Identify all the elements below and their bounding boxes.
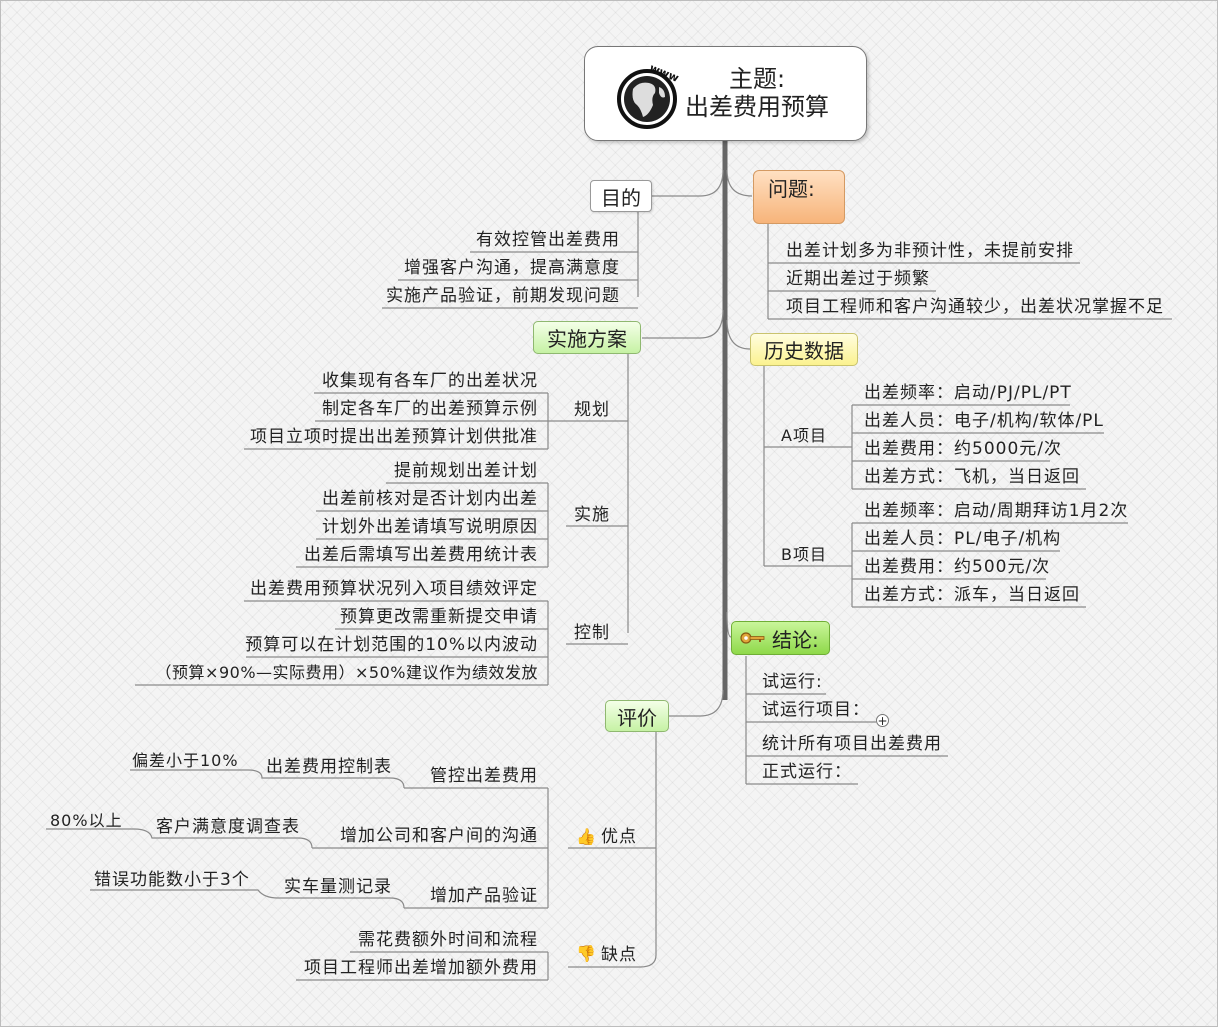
central-topic[interactable]: www 主题: 出差费用预算 [584, 46, 867, 141]
history-item[interactable]: 出差方式：飞机，当日返回 [864, 467, 1080, 487]
pros-sub-item[interactable]: 客户满意度调查表 [156, 817, 300, 837]
history-item[interactable]: 出差方式：派车，当日返回 [864, 585, 1080, 605]
evaluation-cons[interactable]: 缺点 [601, 945, 637, 965]
plan-item[interactable]: 提前规划出差计划 [394, 461, 538, 481]
evaluation-pros[interactable]: 优点 [601, 827, 637, 847]
central-title-line1: 主题: [728, 65, 786, 93]
problem-item[interactable]: 近期出差过于频繁 [786, 269, 930, 289]
purpose-item[interactable]: 增强客户沟通，提高满意度 [404, 258, 620, 278]
pros-sub-item[interactable]: 实车量测记录 [284, 877, 392, 897]
topic-problem-label: 问题: [768, 177, 815, 201]
thumbs-down-icon: 👎 [576, 944, 596, 963]
thumbs-up-icon: 👍 [576, 827, 596, 846]
purpose-item[interactable]: 有效控管出差费用 [476, 230, 620, 250]
central-title-line2: 出差费用预算 [685, 93, 829, 121]
plan-item[interactable]: 制定各车厂的出差预算示例 [322, 399, 538, 419]
plan-item[interactable]: （预算×90%—实际费用）×50%建议作为绩效发放 [155, 663, 538, 682]
pros-note[interactable]: 80%以上 [50, 811, 123, 830]
purpose-item[interactable]: 实施产品验证，前期发现问题 [386, 286, 620, 306]
pros-item[interactable]: 增加产品验证 [430, 886, 538, 906]
conclusion-item[interactable]: 统计所有项目出差费用 [762, 734, 942, 754]
plan-item[interactable]: 预算可以在计划范围的10%以内波动 [245, 635, 538, 655]
history-group-a[interactable]: A项目 [781, 426, 827, 445]
history-item[interactable]: 出差费用：约500元/次 [864, 557, 1051, 577]
topic-history-data[interactable]: 历史数据 [750, 333, 858, 366]
expand-button[interactable]: + [876, 714, 889, 727]
pros-note[interactable]: 错误功能数小于3个 [94, 870, 250, 890]
topic-purpose[interactable]: 目的 [590, 180, 652, 212]
history-item[interactable]: 出差人员：PL/电子/机构 [864, 529, 1062, 549]
cons-item[interactable]: 项目工程师出差增加额外费用 [304, 958, 538, 978]
history-item[interactable]: 出差人员：电子/机构/软体/PL [864, 411, 1104, 431]
plan-item[interactable]: 出差后需填写出差费用统计表 [304, 545, 538, 565]
expand-symbol: + [877, 713, 888, 728]
plan-item[interactable]: 出差费用预算状况列入项目绩效评定 [250, 579, 538, 599]
conclusion-item[interactable]: 正式运行： [762, 762, 852, 782]
topic-purpose-label: 目的 [601, 185, 641, 210]
plan-item[interactable]: 项目立项时提出出差预算计划供批准 [250, 427, 538, 447]
plan-item[interactable]: 计划外出差请填写说明原因 [322, 517, 538, 537]
plan-group-execution[interactable]: 实施 [574, 505, 610, 525]
topic-plan-label: 实施方案 [547, 327, 627, 351]
topic-problem[interactable]: 问题: [753, 170, 845, 224]
problem-item[interactable]: 出差计划多为非预计性，未提前安排 [786, 241, 1074, 261]
topic-implementation-plan[interactable]: 实施方案 [533, 321, 641, 354]
conclusion-item[interactable]: 试运行: [762, 672, 823, 692]
history-item[interactable]: 出差频率：启动/PJ/PL/PT [864, 383, 1072, 403]
pros-note[interactable]: 偏差小于10% [132, 751, 239, 770]
topic-conclusion-label: 结论: [772, 627, 819, 652]
history-item[interactable]: 出差费用：约5000元/次 [864, 439, 1062, 459]
history-group-b[interactable]: B项目 [781, 545, 827, 564]
key-icon [740, 632, 765, 644]
topic-conclusion[interactable]: 结论: [731, 621, 830, 655]
conclusion-item[interactable]: 试运行项目： [762, 700, 870, 720]
plan-group-planning[interactable]: 规划 [574, 400, 610, 420]
plan-item[interactable]: 预算更改需重新提交申请 [340, 607, 538, 627]
topic-evaluation[interactable]: 评价 [605, 700, 669, 732]
pros-item[interactable]: 管控出差费用 [430, 766, 538, 786]
topic-history-label: 历史数据 [764, 339, 844, 363]
problem-item[interactable]: 项目工程师和客户沟通较少，出差状况掌握不足 [786, 297, 1164, 317]
globe-www-icon: www [617, 61, 681, 129]
history-item[interactable]: 出差频率：启动/周期拜访1月2次 [864, 501, 1129, 521]
plan-item[interactable]: 收集现有各车厂的出差状况 [322, 371, 538, 391]
pros-sub-item[interactable]: 出差费用控制表 [266, 757, 392, 777]
cons-item[interactable]: 需花费额外时间和流程 [358, 930, 538, 950]
plan-group-control[interactable]: 控制 [574, 623, 610, 643]
pros-item[interactable]: 增加公司和客户间的沟通 [340, 826, 538, 846]
plan-item[interactable]: 出差前核对是否计划内出差 [322, 489, 538, 509]
topic-evaluation-label: 评价 [617, 705, 657, 730]
